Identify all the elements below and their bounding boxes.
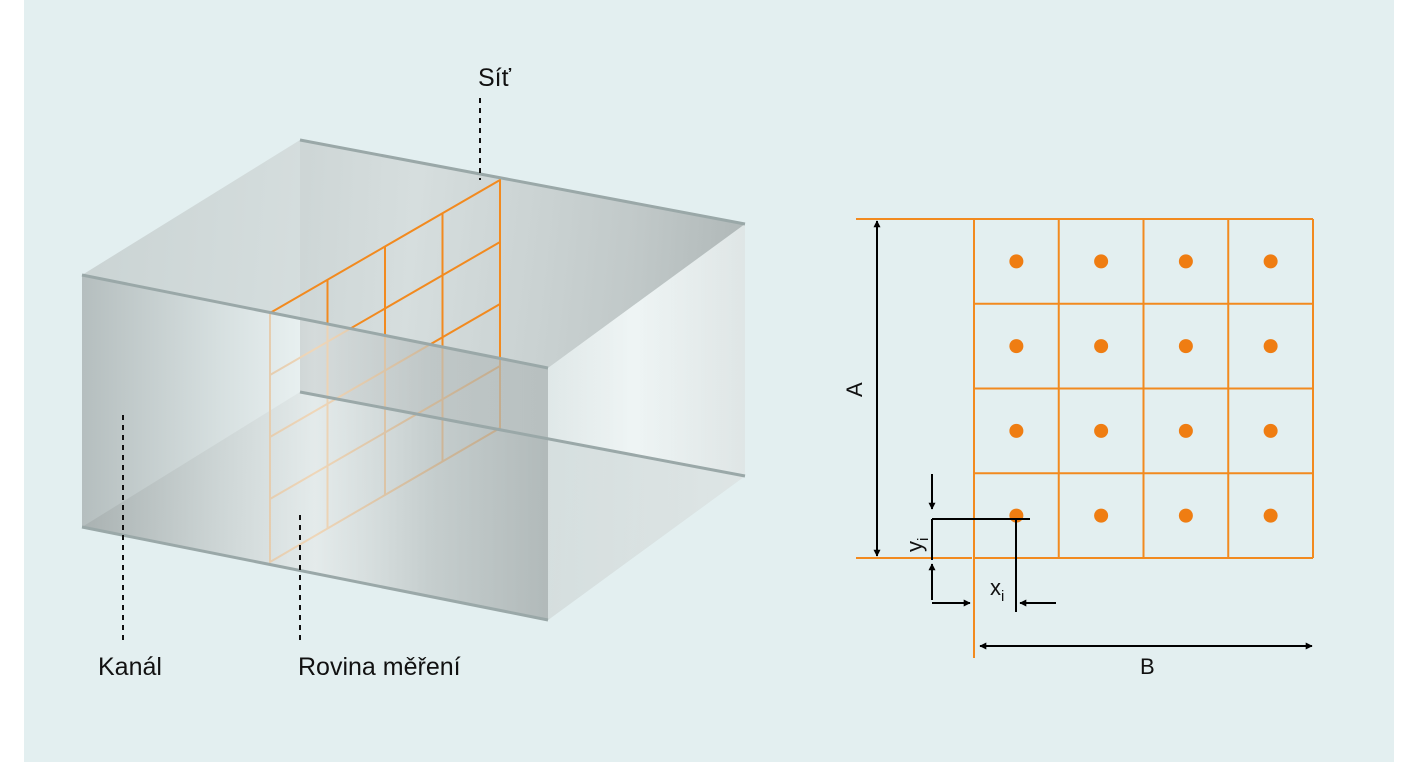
duct-top-face [82,140,745,368]
dimension-b-label: B [1140,654,1155,679]
measurement-point [1178,254,1193,269]
measurement-point [1178,508,1193,523]
measurement-point [1094,254,1109,269]
yi-label-base: y [902,541,927,552]
duct-edge [81,525,549,622]
yi-label: yi [902,538,932,552]
measurement-point [1178,423,1193,438]
measurement-point [1263,508,1278,523]
xi-label: xi [990,575,1004,605]
grid-points [1009,254,1278,523]
duct-edge [299,138,746,226]
grid-label: Síť [478,64,512,92]
measurement-point [1094,508,1109,523]
duct-edge [81,273,549,370]
duct-illustration: Síť Kanál Rovina měření [81,64,746,681]
duct-edge [299,390,746,478]
measurement-point [1009,254,1024,269]
duct-edges [81,138,746,622]
measurement-point [1178,339,1193,354]
measurement-point [1263,339,1278,354]
xi-label-subscript: i [1001,588,1004,605]
duct-right-face [548,224,745,620]
measurement-point [1263,423,1278,438]
measurement-point [1094,423,1109,438]
measurement-point [1009,423,1024,438]
xi-label-base: x [990,575,1001,600]
measurement-plane-label: Rovina měření [298,653,461,681]
dimension-a-label: A [842,382,867,397]
duct-front-wall [82,275,548,620]
measurement-point [1009,339,1024,354]
grid-schematic: A B xi yi [842,218,1314,679]
channel-label: Kanál [98,653,162,681]
grid-lines [973,218,1314,559]
yi-label-subscript: i [915,538,932,541]
measurement-point [1263,254,1278,269]
measurement-point [1094,339,1109,354]
